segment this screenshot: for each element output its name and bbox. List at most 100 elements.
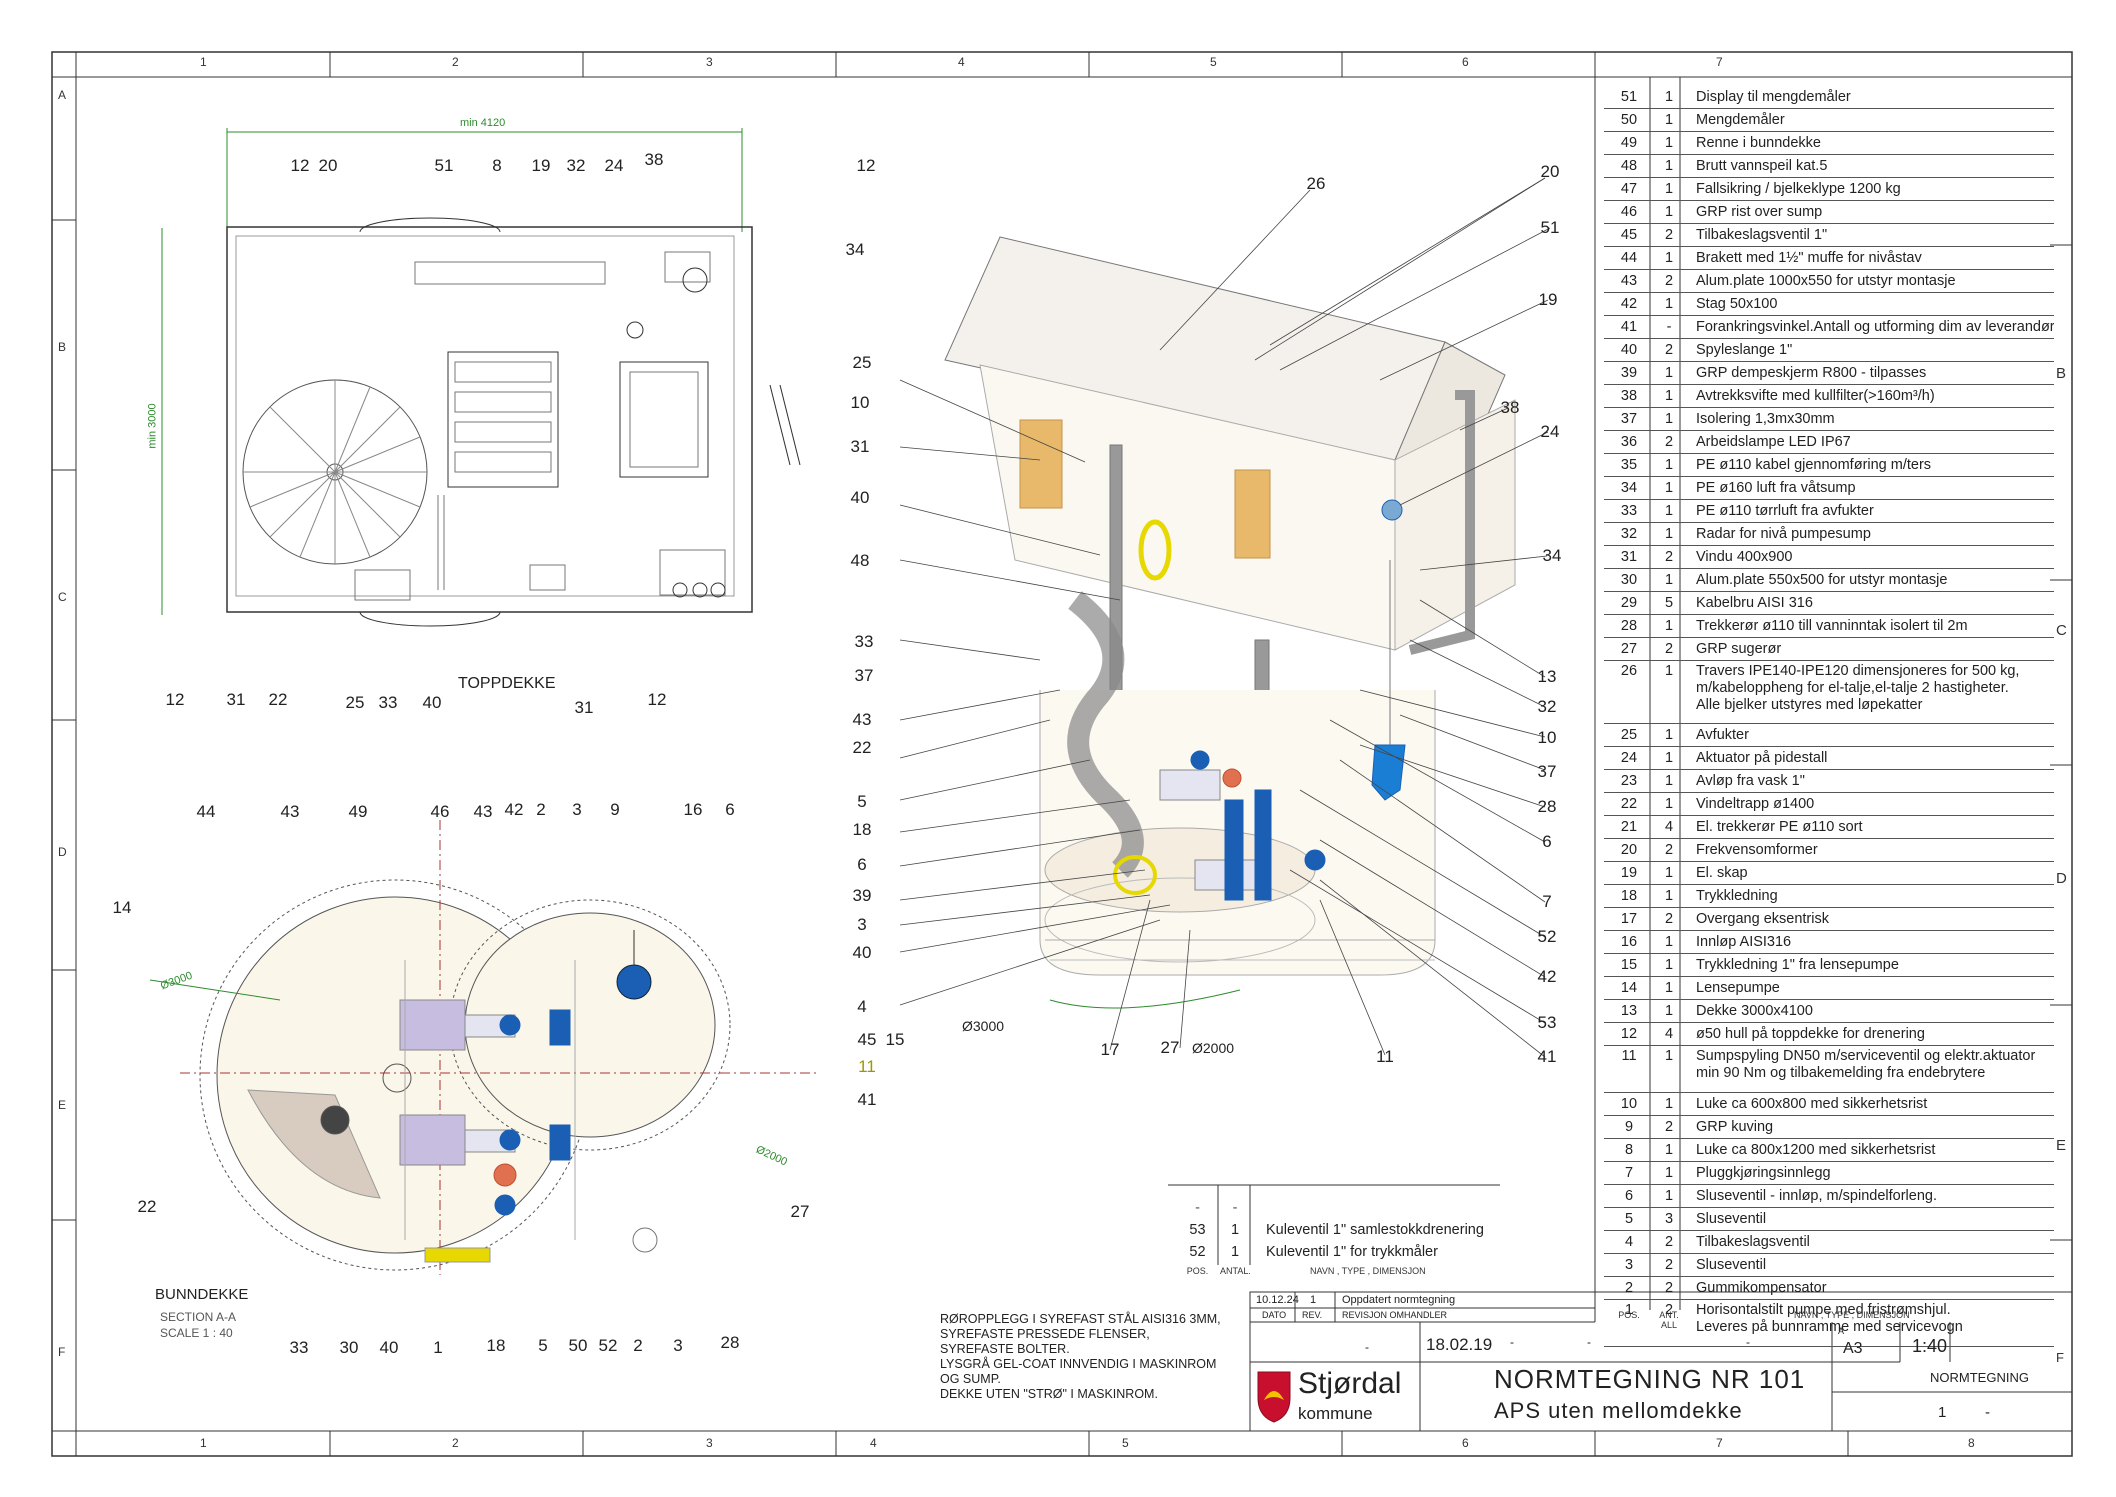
bom-pos: 2	[1624, 1280, 1634, 1296]
bom-qty: 1	[1664, 457, 1674, 473]
bom-desc: Dekke 3000x4100	[1696, 1003, 1813, 1019]
bom-qty: 2	[1664, 1257, 1674, 1273]
bom-pos: 30	[1620, 572, 1638, 588]
callout: 39	[852, 886, 872, 905]
bom-desc: Trykkledning 1" fra lensepumpe	[1696, 957, 1899, 973]
bom-desc: Overgang eksentrisk	[1696, 911, 1829, 927]
callout: 19	[1538, 290, 1558, 309]
valve-dash-2: -	[1232, 1200, 1238, 1216]
callout: 17	[1100, 1040, 1120, 1059]
bom-pos: 17	[1620, 911, 1638, 927]
bom-desc: Sluseventil - innløp, m/spindelforleng.	[1696, 1188, 1937, 1204]
rev-text: Oppdatert normtegning	[1342, 1294, 1456, 1306]
bom-header-desc: NAVN , TYPE , DIMENSJON	[1794, 1310, 1910, 1320]
table-row: 53 1 Kuleventil 1" samlestokkdrenering	[1175, 1219, 1484, 1241]
bom-desc: Mengdemåler	[1696, 112, 1785, 128]
bom-qty: 2	[1664, 641, 1674, 657]
callout: 33	[854, 632, 874, 651]
bom-desc: Gummikompensator	[1696, 1280, 1827, 1296]
callout: 26	[1306, 174, 1326, 193]
callout: 19	[531, 156, 551, 175]
callout: 42	[1537, 967, 1557, 986]
bom-desc: Kabelbru AISI 316	[1696, 595, 1813, 611]
bom-desc: Trekkerør ø110 till vanninntak isolert t…	[1696, 618, 1968, 634]
valve-header-desc: NAVN , TYPE , DIMENSJON	[1310, 1266, 1426, 1276]
valve-qty: 1	[1230, 1222, 1240, 1238]
top-view-dim-width: min 4120	[460, 117, 506, 129]
bom-desc: GRP sugerør	[1696, 641, 1782, 657]
bom-qty: 1	[1664, 135, 1674, 151]
logo-name: Stjørdal	[1298, 1367, 1402, 1400]
grid-row-b: B	[58, 340, 67, 354]
iso-view-drawing	[944, 236, 1516, 1009]
callout: 31	[226, 690, 246, 709]
callout: 25	[852, 353, 872, 372]
callout: 40	[850, 488, 870, 507]
grid-col-7: 7	[1716, 55, 1723, 69]
bom-qty: 2	[1664, 911, 1674, 927]
stjordal-logo-shield	[1257, 1371, 1291, 1423]
callout: 28	[1537, 797, 1557, 816]
callout: 3	[572, 800, 582, 819]
callout: 22	[137, 1197, 157, 1216]
bom-desc: Lensepumpe	[1696, 980, 1780, 996]
callout: 31	[574, 698, 594, 717]
callout: 12	[290, 156, 310, 175]
valve-header-pos: POS.	[1186, 1266, 1209, 1276]
callout: 7	[1542, 892, 1552, 911]
valve-pos: 52	[1189, 1244, 1206, 1260]
callout: 1	[433, 1338, 443, 1357]
callout: 22	[852, 738, 872, 757]
bom-qty: 1	[1664, 572, 1674, 588]
bom-qty: 4	[1664, 819, 1674, 835]
tb-dash-d: -	[1746, 1335, 1750, 1349]
grid-row-right-e: E	[2056, 1137, 2067, 1154]
bottom-view-scale: SCALE 1 : 40	[160, 1326, 233, 1340]
size-label: A	[1838, 1326, 1845, 1336]
callout: 43	[473, 802, 493, 821]
bom-pos: 43	[1620, 273, 1638, 289]
callout: 41	[1537, 1047, 1557, 1066]
bom-qty: 1	[1664, 365, 1674, 381]
bom-pos: 38	[1620, 388, 1638, 404]
bom-qty: 1	[1664, 1188, 1674, 1204]
callout: 44	[196, 802, 216, 821]
rev-header-dato: DATO	[1262, 1310, 1287, 1320]
grid-col-b6: 6	[1462, 1436, 1469, 1450]
grid-col-5: 5	[1210, 55, 1217, 69]
bom-desc: Sluseventil	[1696, 1211, 1767, 1227]
callout: 11	[1376, 1047, 1394, 1066]
bom-qty: 1	[1664, 888, 1674, 904]
bom-desc: Brutt vannspeil kat.5	[1696, 158, 1828, 174]
callout: 31	[850, 437, 870, 456]
bom-qty: 1	[1664, 1165, 1674, 1181]
callout: 43	[852, 710, 872, 729]
rev-header-rev: REV.	[1302, 1310, 1323, 1320]
bom-desc: PE ø160 luft fra våtsump	[1696, 480, 1856, 496]
callout: 12	[647, 690, 667, 709]
bom-pos: 7	[1624, 1165, 1634, 1181]
bom-qty: 1	[1664, 158, 1674, 174]
callout: 46	[430, 802, 450, 821]
callout: 18	[852, 820, 872, 839]
callout: 10	[850, 393, 870, 412]
bom-qty: 1	[1664, 957, 1674, 973]
bom-desc: El. skap	[1696, 865, 1748, 881]
valve-desc: Kuleventil 1" for trykkmåler	[1266, 1244, 1438, 1260]
grid-row-f: F	[58, 1345, 66, 1359]
callout: 16	[683, 800, 703, 819]
top-view-dim-height: min 3000	[146, 403, 159, 449]
bom-pos: 5	[1624, 1211, 1634, 1227]
bom-desc: PE ø110 tørrluft fra avfukter	[1696, 503, 1874, 519]
